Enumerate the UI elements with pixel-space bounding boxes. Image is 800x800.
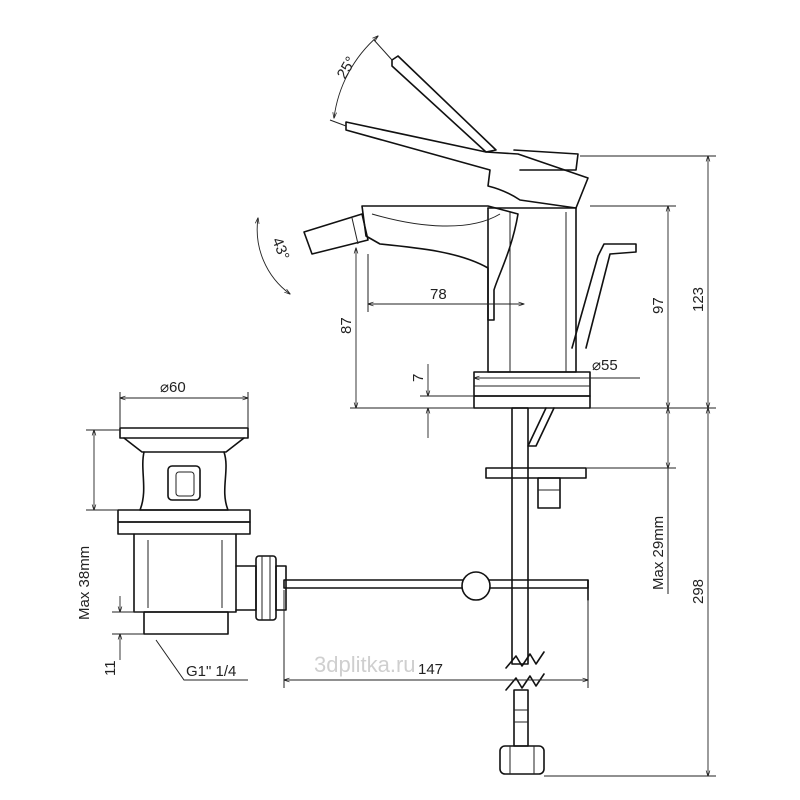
pop-up-rod	[283, 571, 589, 601]
mixer-body	[473, 207, 591, 409]
dim-height-97: 97	[650, 297, 667, 314]
dim-waste-diameter: ⌀60	[160, 379, 186, 396]
dimension-labels: 25° 43° 78 87 97 123 ⌀55 7 Max 29mm 298 …	[76, 54, 707, 680]
dim-base-thickness: 7	[410, 374, 427, 382]
lever-handle	[345, 55, 589, 209]
pop-up-rod-lever	[571, 243, 637, 349]
dim-waste-thread-len: 11	[102, 660, 119, 676]
watermark: 3dplitka.ru	[314, 652, 416, 677]
dim-waste-thread: G1" 1/4	[186, 663, 236, 680]
dim-rod-length: 147	[418, 661, 443, 678]
dim-max-deck: Max 29mm	[650, 516, 667, 590]
dim-height-123: 123	[690, 287, 707, 312]
dim-base-diameter: ⌀55	[592, 357, 618, 374]
dim-lever-angle: 25°	[334, 54, 360, 82]
dimension-lines	[86, 36, 716, 776]
dim-waste-max: Max 38mm	[76, 546, 93, 620]
dim-height-87: 87	[338, 317, 355, 334]
mounting-shank	[485, 407, 587, 775]
dim-spout-angle: 43°	[268, 235, 292, 262]
dim-spout-reach: 78	[430, 286, 447, 303]
pop-up-waste	[117, 427, 287, 635]
spout	[303, 205, 519, 321]
dim-overall-height: 298	[690, 579, 707, 604]
